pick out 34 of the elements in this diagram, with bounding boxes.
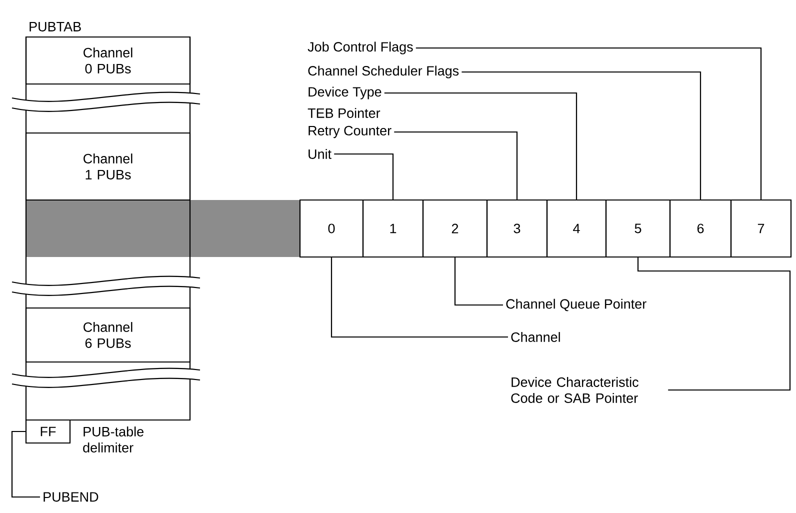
byte-cell: 6 xyxy=(669,199,732,258)
byte-cell: 2 xyxy=(422,199,488,258)
pointer-label: PUBEND xyxy=(44,492,98,502)
leader-line xyxy=(384,92,578,200)
byte-cell: 1 xyxy=(362,199,424,258)
leader-line xyxy=(416,47,762,200)
byte-cell: 0 xyxy=(299,199,364,258)
field-label: TEB Pointer xyxy=(308,108,380,118)
channel-box: Channel 0 PUBs xyxy=(25,36,191,85)
leader-line xyxy=(462,71,702,200)
byte-cell: 5 xyxy=(605,199,671,258)
shaded-bar xyxy=(26,200,300,257)
channel-box: Channel 1 PUBs xyxy=(25,132,191,201)
field-label: Retry Counter xyxy=(308,126,392,138)
delimiter-box: FF xyxy=(25,419,71,444)
leader-line xyxy=(11,430,40,498)
field-label: Channel xyxy=(511,332,560,342)
leader-line xyxy=(637,258,791,391)
leader-line xyxy=(334,153,394,200)
field-label: Device Characteristic Code or SAB Pointer xyxy=(511,377,638,403)
box-caption: PUB-table delimiter xyxy=(83,426,144,452)
leader-line xyxy=(394,131,518,200)
field-label: Device Type xyxy=(308,86,382,100)
field-label: Channel Queue Pointer xyxy=(506,298,646,312)
field-label: Unit xyxy=(308,149,332,159)
byte-cell: 4 xyxy=(546,199,607,258)
node-label: PUBTAB xyxy=(30,22,81,32)
leader-line xyxy=(330,258,508,338)
field-label: Channel Scheduler Flags xyxy=(308,66,459,78)
field-label: Job Control Flags xyxy=(308,42,413,54)
leader-line xyxy=(454,258,503,306)
byte-cell: 7 xyxy=(730,199,792,258)
byte-cell: 3 xyxy=(486,199,548,258)
channel-box: Channel 6 PUBs xyxy=(25,307,191,363)
